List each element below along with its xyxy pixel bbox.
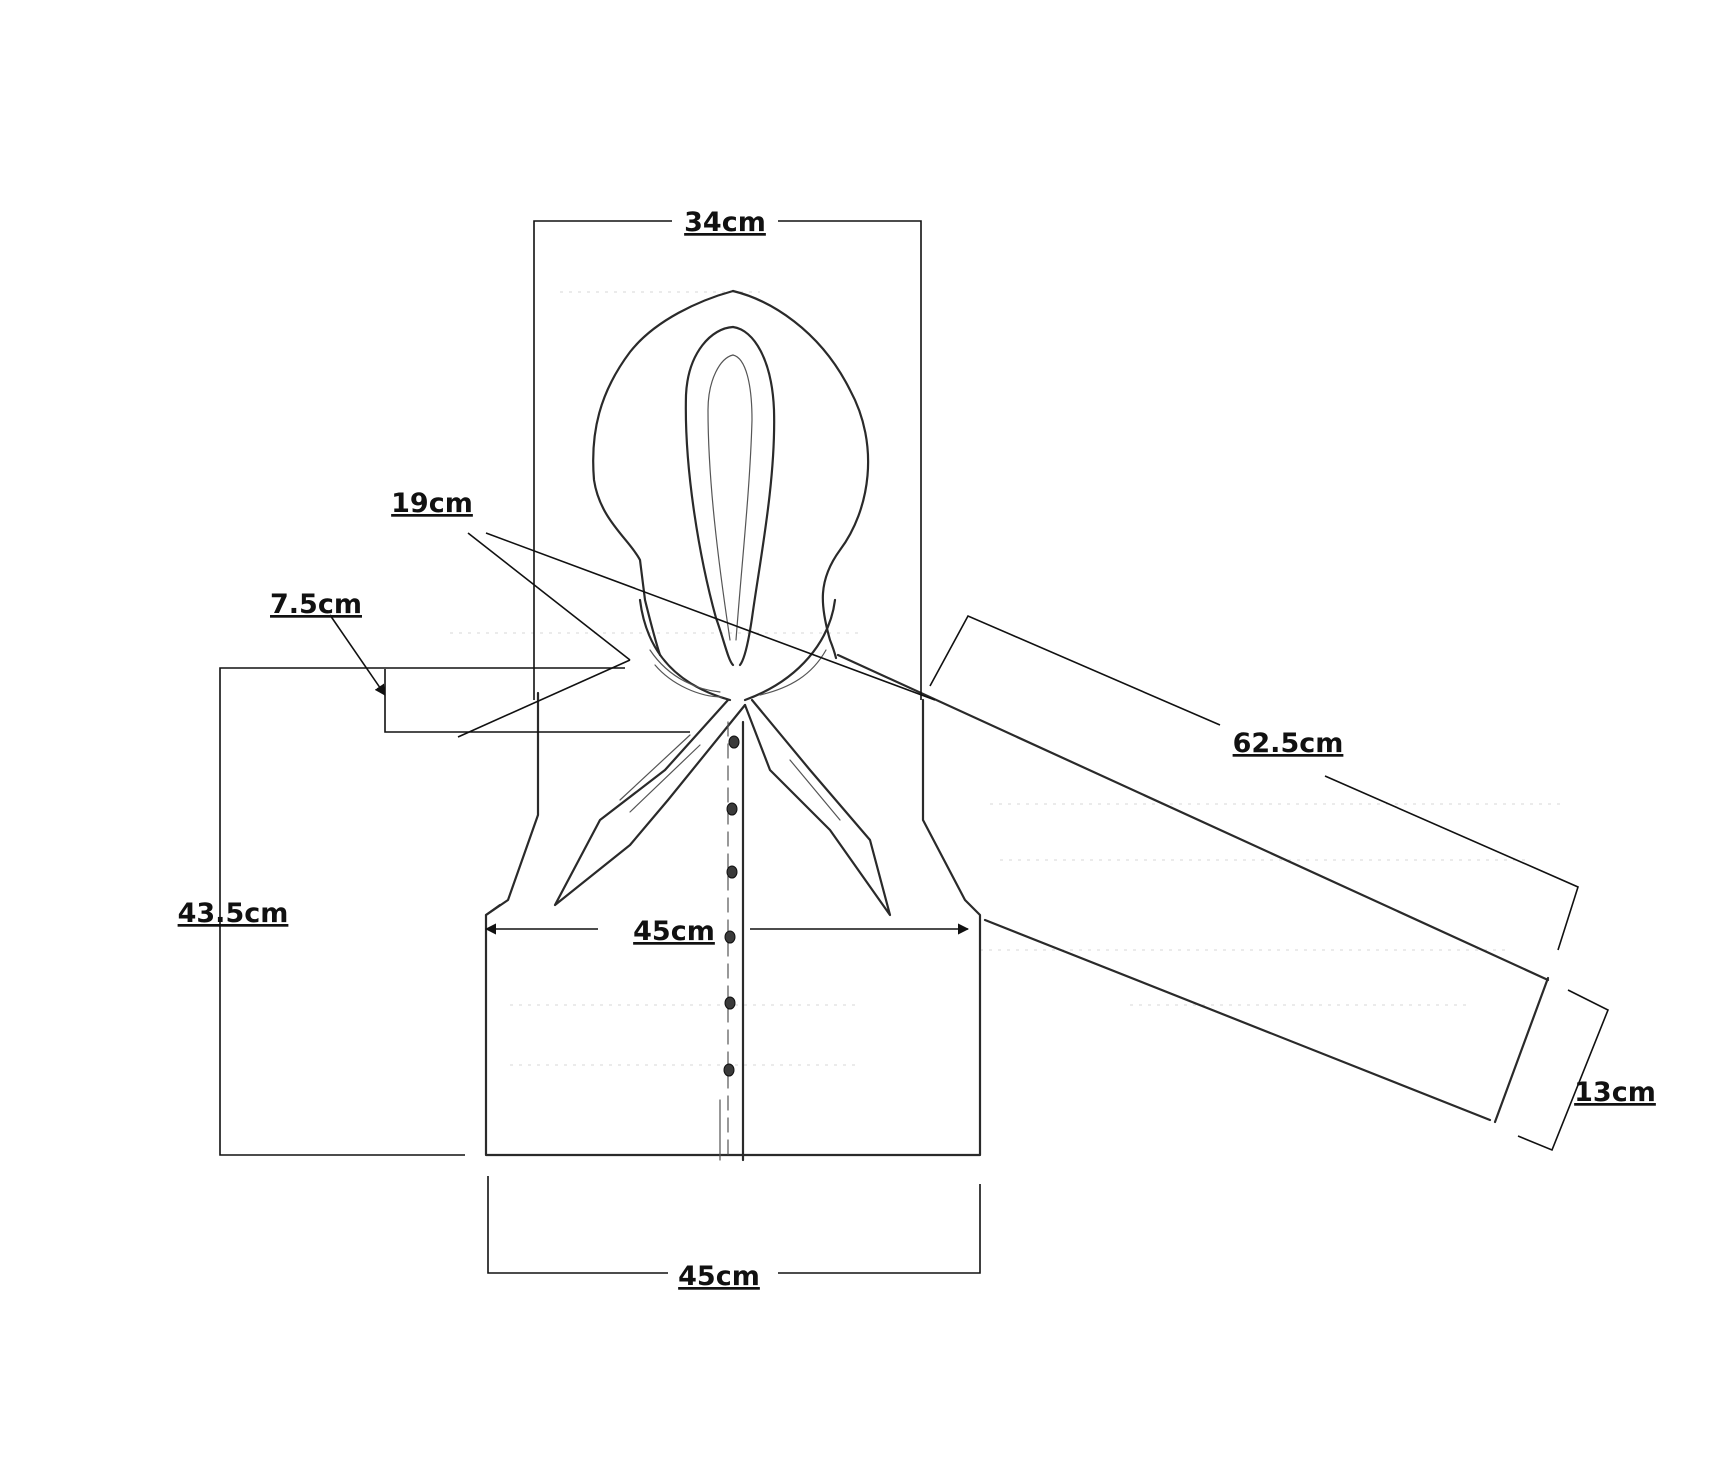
hood-depth-leader <box>467 532 631 661</box>
cuff-width-bracket <box>1517 989 1610 1152</box>
measurement-labels: 34cm 19cm 7.5cm 43.5cm 45cm 62.5cm 13cm … <box>178 207 1656 1292</box>
body-outline <box>484 691 982 1157</box>
hood-outline <box>592 289 735 657</box>
right-tie <box>743 698 892 917</box>
cuff-edge <box>1493 976 1550 1124</box>
button <box>726 865 738 879</box>
hood-depth-label: 19cm <box>391 488 473 519</box>
hood-opening <box>684 325 735 667</box>
hood-width-label: 34cm <box>684 207 766 238</box>
button <box>728 735 740 749</box>
button <box>724 930 736 944</box>
button <box>723 1063 735 1077</box>
left-tie <box>553 698 747 907</box>
buttons <box>723 735 740 1077</box>
dimension-lines <box>219 220 1610 1274</box>
sleeve-outline <box>836 653 1550 982</box>
body-length-label: 43.5cm <box>178 898 289 929</box>
hoodie-sketch <box>484 289 1550 1162</box>
hem-width-label: 45cm <box>678 1261 760 1292</box>
button <box>726 802 738 816</box>
chest-width-label: 45cm <box>633 916 715 947</box>
sleeve-length-bracket <box>929 614 1579 951</box>
cuff-width-label: 13cm <box>1574 1077 1656 1108</box>
collar-height-label: 7.5cm <box>270 589 362 620</box>
body-length-bracket <box>219 667 625 1156</box>
neck-band <box>638 598 732 702</box>
sleeve-length-label: 62.5cm <box>1233 728 1344 759</box>
hem-width-bracket <box>487 1176 981 1274</box>
button <box>724 996 736 1010</box>
sketch-texture <box>450 291 1560 1066</box>
hood-width-bracket <box>533 220 922 700</box>
